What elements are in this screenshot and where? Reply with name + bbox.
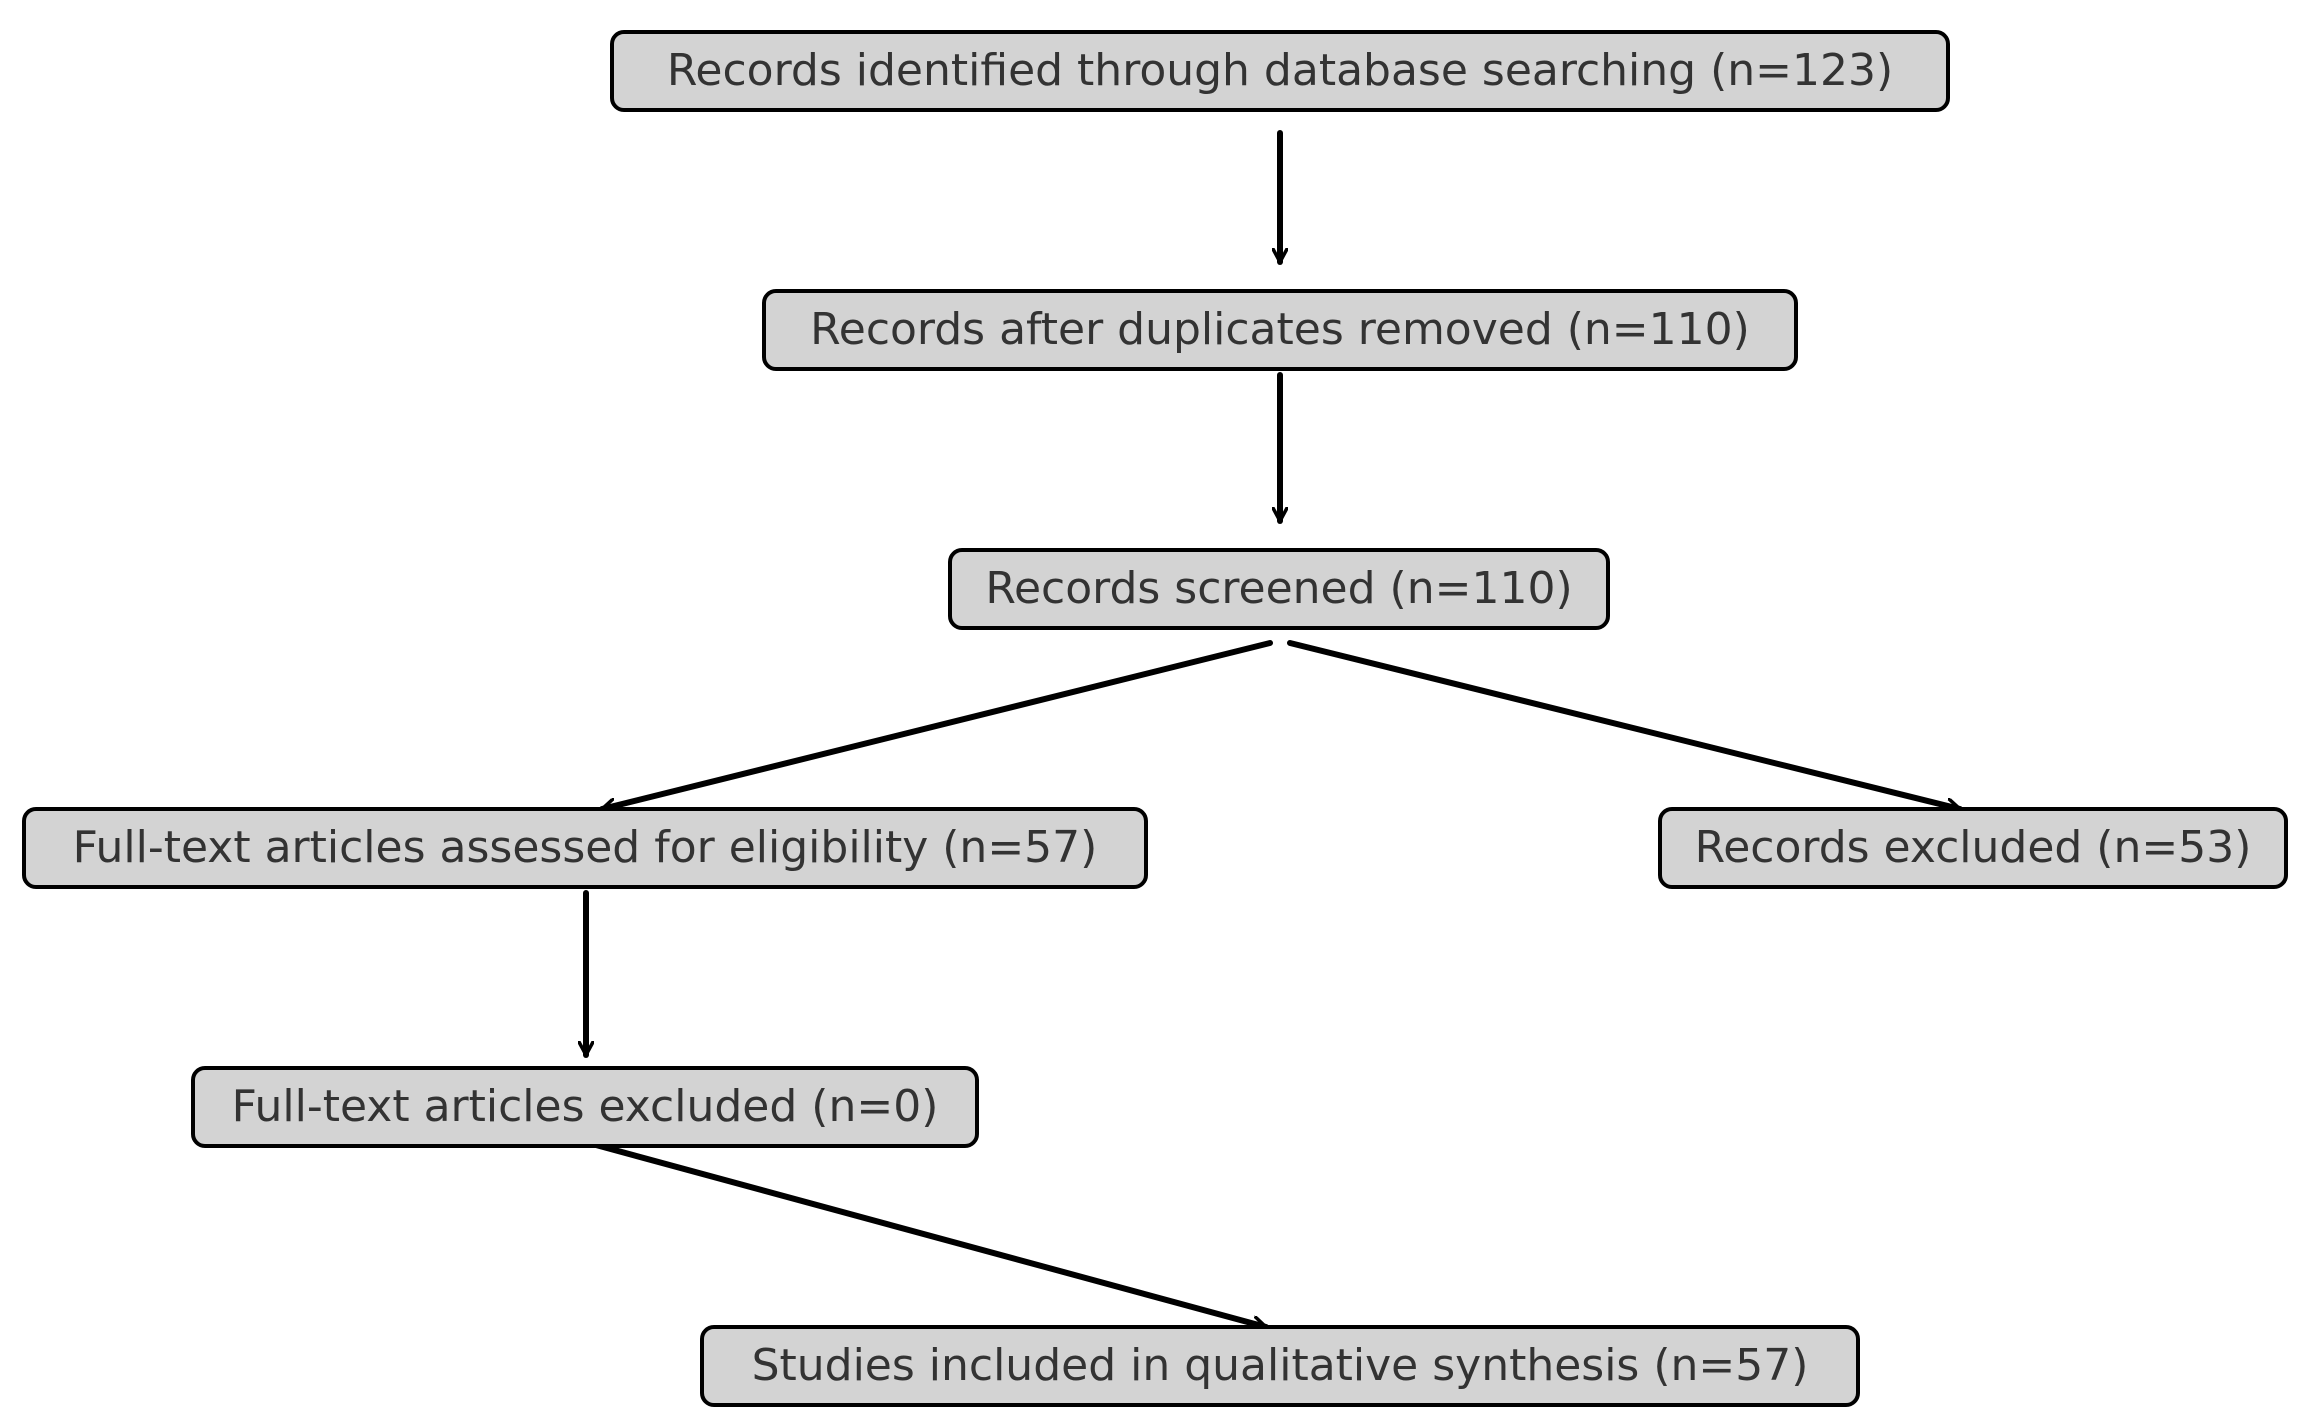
arrow-screened-to-records-excluded — [1287, 640, 1963, 809]
arrow-screened-to-fulltext-assessed — [599, 640, 1273, 809]
node-records-after-duplicates-removed: Records after duplicates removed (n=110) — [762, 289, 1798, 371]
node-studies-included: Studies included in qualitative synthesi… — [700, 1325, 1860, 1407]
node-records-excluded: Records excluded (n=53) — [1658, 807, 2288, 889]
node-label: Records after duplicates removed (n=110) — [810, 304, 1750, 355]
node-records-identified: Records identified through database sear… — [610, 30, 1950, 112]
node-fulltext-excluded: Full-text articles excluded (n=0) — [191, 1066, 979, 1148]
node-label: Records excluded (n=53) — [1694, 822, 2252, 873]
arrow-fulltext-excluded-to-included — [593, 1142, 1269, 1327]
node-records-screened: Records screened (n=110) — [948, 548, 1610, 630]
node-label: Studies included in qualitative synthesi… — [751, 1340, 1809, 1391]
node-label: Full-text articles assessed for eligibil… — [72, 822, 1098, 873]
node-label: Full-text articles excluded (n=0) — [231, 1081, 939, 1132]
node-fulltext-assessed: Full-text articles assessed for eligibil… — [22, 807, 1148, 889]
node-label: Records screened (n=110) — [985, 563, 1573, 614]
node-label: Records identified through database sear… — [666, 45, 1894, 96]
